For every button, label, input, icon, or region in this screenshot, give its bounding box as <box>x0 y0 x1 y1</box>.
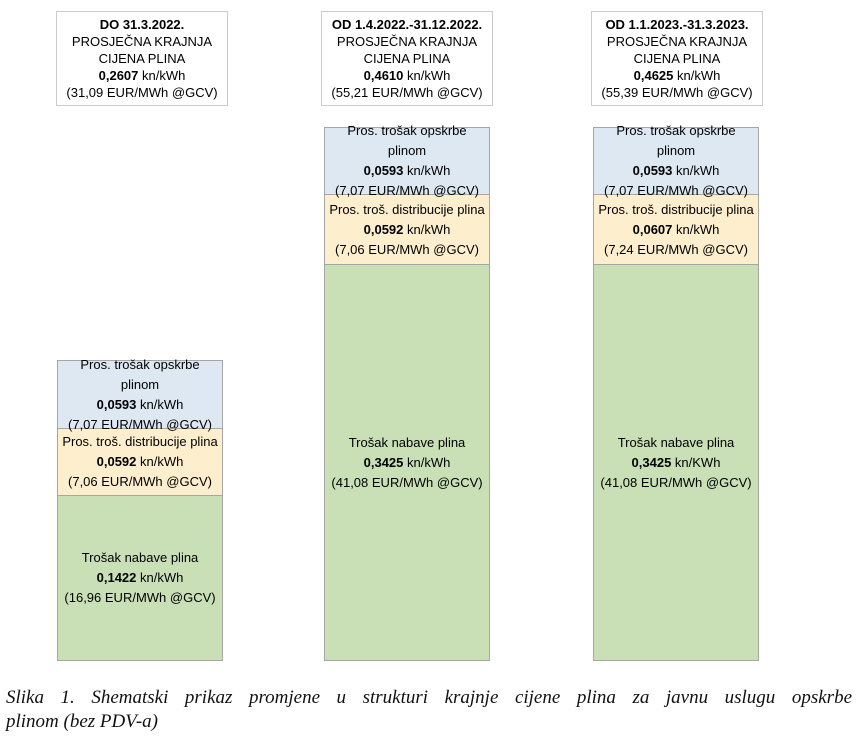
header-title: PROSJEČNA KRAJNJA CIJENA PLINA <box>71 34 213 66</box>
stacked-bar-period-3: Pros. trošak opskrbe plinom 0,0593 kn/kW… <box>593 123 759 661</box>
segment-supply-cost: Pros. trošak opskrbe plinom 0,0593 kn/kW… <box>324 123 490 198</box>
segment-value-line: 0,3425 kn/KWh <box>631 454 721 470</box>
segment-supply-cost: Pros. trošak opskrbe plinom 0,0593 kn/kW… <box>593 123 759 198</box>
segment-eur: (7,07 EUR/MWh @GCV) <box>335 183 479 198</box>
total-unit: kn/kWh <box>138 68 186 83</box>
segment-label: Pros. trošak opskrbe plinom <box>616 123 736 158</box>
segment-value-line: 0,0607 kn/kWh <box>632 221 720 237</box>
segment-label: Trošak nabave plina <box>81 550 199 565</box>
header-box-period-2: OD 1.4.2022.-31.12.2022. PROSJEČNA KRAJN… <box>321 11 493 106</box>
segment-value-line: 0,0592 kn/kWh <box>363 221 451 237</box>
segment-value-line: 0,0593 kn/kWh <box>96 396 184 412</box>
header-text: OD 1.4.2022.-31.12.2022. PROSJEČNA KRAJN… <box>324 16 490 101</box>
header-title: PROSJEČNA KRAJNJA CIJENA PLINA <box>606 34 748 66</box>
segment-label: Pros. trošak opskrbe plinom <box>347 123 467 158</box>
header-box-period-1: DO 31.3.2022. PROSJEČNA KRAJNJA CIJENA P… <box>56 11 228 106</box>
header-text: DO 31.3.2022. PROSJEČNA KRAJNJA CIJENA P… <box>59 16 225 101</box>
segment-eur: (41,08 EUR/MWh @GCV) <box>600 474 752 490</box>
segment-procurement-cost: Trošak nabave plina 0,3425 kn/KWh (41,08… <box>593 264 759 661</box>
total-value: 0,2607 <box>98 68 139 83</box>
segment-eur: (16,96 EUR/MWh @GCV) <box>64 590 216 605</box>
total-value: 0,4625 <box>633 68 674 83</box>
total-value: 0,4610 <box>363 68 404 83</box>
segment-label: Pros. troš. distribucije plina <box>598 201 754 217</box>
segment-eur: (7,07 EUR/MWh @GCV) <box>68 416 212 432</box>
segment-value-line: 0,1422 kn/kWh <box>96 570 184 585</box>
total-unit: kn/kWh <box>403 68 451 83</box>
segment-distribution-cost: Pros. troš. distribucije plina 0,0592 kn… <box>57 428 223 496</box>
period-label: DO 31.3.2022. <box>99 17 185 32</box>
segment-label: Trošak nabave plina <box>348 434 466 450</box>
header-box-period-3: OD 1.1.2023.-31.3.2023. PROSJEČNA KRAJNJ… <box>591 11 763 106</box>
segment-distribution-cost: Pros. troš. distribucije plina 0,0592 kn… <box>324 194 490 265</box>
caption-line-1: Slika 1. Shematski prikaz promjene u str… <box>6 687 852 708</box>
period-label: OD 1.1.2023.-31.3.2023. <box>605 17 749 32</box>
total-eur: (55,39 EUR/MWh @GCV) <box>601 85 753 100</box>
total-unit: kn/kWh <box>673 68 721 83</box>
segment-eur: (7,07 EUR/MWh @GCV) <box>604 183 748 198</box>
segment-label: Pros. troš. distribucije plina <box>62 434 218 449</box>
stacked-bar-period-2: Pros. trošak opskrbe plinom 0,0593 kn/kW… <box>324 123 490 661</box>
segment-label: Pros. troš. distribucije plina <box>329 201 485 217</box>
segment-value-line: 0,0592 kn/kWh <box>96 454 184 469</box>
segment-distribution-cost: Pros. troš. distribucije plina 0,0607 kn… <box>593 194 759 265</box>
segment-value-line: 0,3425 kn/kWh <box>363 454 451 470</box>
segment-supply-cost: Pros. trošak opskrbe plinom 0,0593 kn/kW… <box>57 357 223 432</box>
segment-eur: (7,24 EUR/MWh @GCV) <box>604 241 748 257</box>
total-eur: (31,09 EUR/MWh @GCV) <box>66 85 218 100</box>
segment-eur: (7,06 EUR/MWh @GCV) <box>335 241 479 257</box>
figure-caption: Slika 1. Shematski prikaz promjene u str… <box>6 686 852 734</box>
period-label: OD 1.4.2022.-31.12.2022. <box>331 17 483 32</box>
segment-value-line: 0,0593 kn/kWh <box>632 163 720 178</box>
header-title: PROSJEČNA KRAJNJA CIJENA PLINA <box>336 34 478 66</box>
segment-procurement-cost: Trošak nabave plina 0,3425 kn/kWh (41,08… <box>324 264 490 661</box>
segment-value-line: 0,0593 kn/kWh <box>363 163 451 178</box>
total-eur: (55,21 EUR/MWh @GCV) <box>331 85 483 100</box>
header-text: OD 1.1.2023.-31.3.2023. PROSJEČNA KRAJNJ… <box>594 16 760 101</box>
segment-label: Trošak nabave plina <box>617 434 735 450</box>
segment-eur: (7,06 EUR/MWh @GCV) <box>68 474 212 489</box>
segment-eur: (41,08 EUR/MWh @GCV) <box>331 474 483 490</box>
segment-procurement-cost: Trošak nabave plina 0,1422 kn/kWh (16,96… <box>57 495 223 661</box>
segment-label: Pros. trošak opskrbe plinom <box>80 356 200 392</box>
caption-line-2: plinom (bez PDV-a) <box>6 711 158 732</box>
stacked-bar-period-1: Pros. trošak opskrbe plinom 0,0593 kn/kW… <box>57 357 223 661</box>
